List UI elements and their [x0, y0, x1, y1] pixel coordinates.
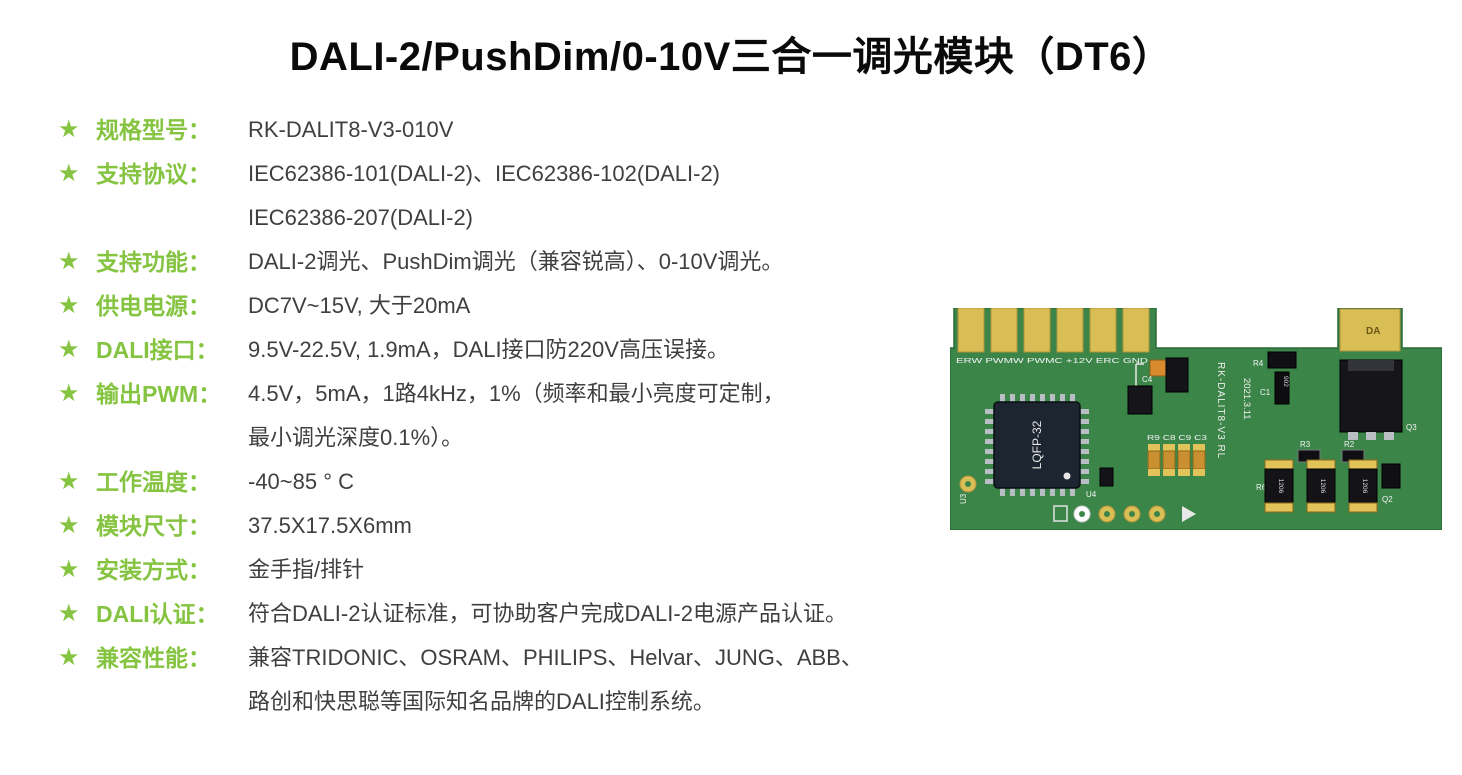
small-resistor [1099, 467, 1114, 487]
spec-value: DALI-2调光、PushDim调光（兼容锐高）、0-10V调光。 [248, 240, 783, 284]
spec-row: ★ 兼容性能： 兼容TRIDONIC、OSRAM、PHILIPS、Helvar、… [58, 636, 1462, 724]
star-icon: ★ [58, 336, 80, 363]
smd-1206-label: 1206 [1319, 479, 1326, 494]
spec-label: DALI接口： [96, 337, 219, 363]
capacitor-row [1147, 444, 1206, 476]
spec-row: ★ 安装方式： 金手指/排针 [58, 548, 1462, 592]
board-model-text: RK-DALIT8-V3 RL [1215, 362, 1226, 459]
r4-component [1267, 351, 1297, 369]
r6-label: R6 [1256, 483, 1267, 492]
spec-label: 规格型号： [96, 117, 211, 143]
spec-value-line: DALI-2调光、PushDim调光（兼容锐高）、0-10V调光。 [248, 249, 784, 274]
spec-value: DC7V~15V, 大于20mA [248, 284, 470, 328]
star-icon: ★ [58, 556, 80, 583]
smd-902-component: 902 [1274, 371, 1290, 405]
star-icon: ★ [58, 248, 80, 275]
r3-label: R3 [1300, 440, 1311, 449]
spec-value: 兼容TRIDONIC、OSRAM、PHILIPS、Helvar、JUNG、ABB… [248, 636, 863, 724]
spec-value-line: RK-DALIT8-V3-010V [248, 117, 454, 142]
spec-row: ★ 工作温度： -40~85 ° C [58, 460, 1462, 504]
spec-value-line: DC7V~15V, 大于20mA [248, 293, 471, 318]
spec-label: 兼容性能： [96, 645, 211, 671]
smd-1206-label: 1206 [1361, 479, 1368, 494]
star-icon: ★ [58, 160, 80, 187]
spec-label: 安装方式： [96, 557, 211, 583]
star-icon: ★ [58, 380, 80, 407]
spec-value-line: IEC62386-207(DALI-2) [248, 205, 474, 230]
board-date-text: 2021.3.11 [1241, 378, 1252, 420]
spec-list: ★ 规格型号： RK-DALIT8-V3-010V ★ 支持协议： IEC623… [0, 108, 1462, 724]
q3-label: Q3 [1406, 423, 1417, 432]
spec-label: 支持功能： [96, 249, 211, 275]
r4-label: R4 [1253, 359, 1264, 368]
spec-value-line: -40~85 ° C [248, 469, 355, 494]
spec-value: IEC62386-101(DALI-2)、IEC62386-102(DALI-2… [248, 152, 720, 240]
star-icon: ★ [58, 600, 80, 627]
spec-row: ★ 支持协议： IEC62386-101(DALI-2)、IEC62386-10… [58, 152, 1462, 240]
spec-value-line: 4.5V，5mA，1路4kHz，1%（频率和最小亮度可定制， [248, 381, 785, 406]
spec-value: 符合DALI-2认证标准，可协助客户完成DALI-2电源产品认证。 [248, 592, 847, 636]
spec-label: 支持协议： [96, 161, 211, 187]
c1-label: C1 [1260, 388, 1271, 397]
spec-row: ★ 输出PWM： 4.5V，5mA，1路4kHz，1%（频率和最小亮度可定制， … [58, 372, 1462, 460]
spec-label: 工作温度： [96, 469, 211, 495]
spec-value: -40~85 ° C [248, 460, 354, 504]
spec-row: ★ 支持功能： DALI-2调光、PushDim调光（兼容锐高）、0-10V调光… [58, 240, 1462, 284]
q2-label: Q2 [1382, 495, 1393, 504]
star-icon: ★ [58, 512, 80, 539]
u4-label: U4 [1086, 490, 1097, 499]
spec-row: ★ 模块尺寸： 37.5X17.5X6mm [58, 504, 1462, 548]
c4-label: C4 [1142, 375, 1153, 384]
spec-row: ★ DALI认证： 符合DALI-2认证标准，可协助客户完成DALI-2电源产品… [58, 592, 1462, 636]
spec-value: 37.5X17.5X6mm [248, 504, 412, 548]
spec-value-line: 金手指/排针 [248, 557, 365, 582]
passives-row-label: R9 C8 C9 C3 [1147, 433, 1207, 442]
spec-value: RK-DALIT8-V3-010V [248, 108, 453, 152]
spec-value-line: 37.5X17.5X6mm [248, 513, 412, 538]
spec-label: 输出PWM： [96, 381, 222, 407]
gold-fingers [957, 307, 1150, 353]
spec-label: 模块尺寸： [96, 513, 211, 539]
spec-value-line: 符合DALI-2认证标准，可协助客户完成DALI-2电源产品认证。 [248, 601, 847, 626]
spec-value: 4.5V，5mA，1路4kHz，1%（频率和最小亮度可定制， 最小调光深度0.1… [248, 372, 785, 460]
triangle-mark-icon [1182, 506, 1196, 522]
spec-label: DALI认证： [96, 601, 219, 627]
spec-row: ★ 供电电源： DC7V~15V, 大于20mA [58, 284, 1462, 328]
smd-1206-components: 1206 1206 1206 [1264, 459, 1378, 513]
spec-value-line: 路创和快思聪等国际知名品牌的DALI控制系统。 [248, 689, 715, 714]
spec-value: 9.5V-22.5V, 1.9mA，DALI接口防220V高压误接。 [248, 328, 729, 372]
spec-row: ★ DALI接口： 9.5V-22.5V, 1.9mA，DALI接口防220V高… [58, 328, 1462, 372]
spec-value-line: 最小调光深度0.1%）。 [248, 425, 464, 450]
q2-component: Q2 [1381, 463, 1401, 504]
qfp-chip: LQFP-32 [985, 394, 1089, 496]
c4-component: C4 [1127, 357, 1189, 415]
page-title: DALI-2/PushDim/0-10V三合一调光模块（DT6） [289, 35, 1173, 79]
spec-value-line: 兼容TRIDONIC、OSRAM、PHILIPS、Helvar、JUNG、ABB… [248, 645, 863, 670]
pcb-svg: DA ERW PWMW PWMC +12V ERC GND LQFP-32 U3… [949, 307, 1443, 531]
spec-value-line: 9.5V-22.5V, 1.9mA，DALI接口防220V高压误接。 [248, 337, 729, 362]
star-icon: ★ [58, 468, 80, 495]
pin1-dot-icon [1063, 472, 1071, 480]
smd-902-label: 902 [1282, 376, 1289, 387]
spec-row: ★ 规格型号： RK-DALIT8-V3-010V [58, 108, 1462, 152]
star-icon: ★ [58, 644, 80, 671]
board-holes [959, 475, 1196, 523]
spec-label: 供电电源： [96, 293, 211, 319]
spec-value-line: IEC62386-101(DALI-2)、IEC62386-102(DALI-2… [248, 161, 721, 186]
star-icon: ★ [58, 292, 80, 319]
chip-label: LQFP-32 [1030, 420, 1044, 469]
da-pad-label: DA [1366, 326, 1380, 337]
spec-value: 金手指/排针 [248, 548, 364, 592]
q3-component: Q3 [1339, 359, 1417, 440]
connector-labels: ERW PWMW PWMC +12V ERC GND [956, 356, 1149, 365]
smd-1206-label: 1206 [1277, 479, 1284, 494]
r2-label: R2 [1344, 440, 1355, 449]
gold-pad-da: DA [1339, 308, 1401, 352]
star-icon: ★ [58, 116, 80, 143]
u3-label: U3 [959, 493, 968, 504]
pcb-image: DA ERW PWMW PWMC +12V ERC GND LQFP-32 U3… [949, 307, 1443, 531]
